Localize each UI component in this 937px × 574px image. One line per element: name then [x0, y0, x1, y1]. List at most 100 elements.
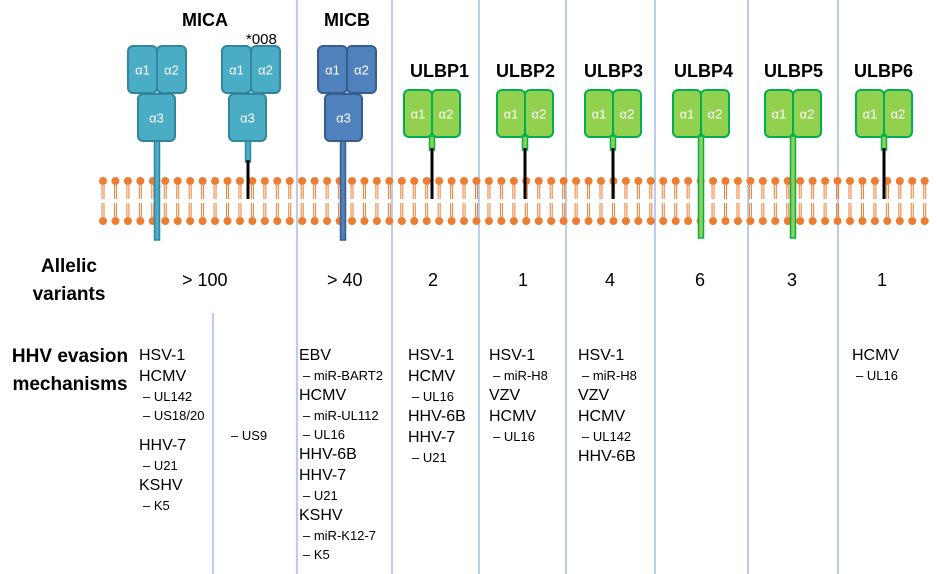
lipid-head: [298, 177, 307, 185]
lipid-head: [870, 217, 879, 225]
mica-allele-008-label: *008: [246, 31, 277, 48]
lipid-head: [372, 217, 381, 225]
lipid-head: [348, 217, 356, 225]
mica008-a3-domain: α3: [228, 93, 267, 142]
lipid-head: [509, 217, 518, 225]
virus-label: HCMV: [408, 368, 456, 385]
mica008-a1-domain: α1: [221, 45, 252, 94]
mica008-stem: [244, 139, 252, 163]
ulbp3-a2-domain-box: [612, 89, 642, 138]
evasion-gene-label: – UL16: [856, 368, 898, 383]
evasion-gene-label: – U21: [412, 450, 447, 465]
lipid-head: [883, 217, 892, 225]
virus-label: KSHV: [139, 477, 183, 494]
ulbp4-a1-domain: α1: [672, 89, 702, 138]
allelic-label-line2: variants: [32, 283, 106, 305]
lipid-head: [397, 177, 406, 185]
lipid-head: [895, 217, 904, 225]
virus-label: EBV: [299, 347, 332, 364]
mica008-a2-domain: α2: [250, 45, 281, 94]
lipid-head: [547, 177, 556, 185]
lipid-head: [572, 177, 581, 185]
lipid-head: [484, 177, 493, 185]
lipid-head: [733, 177, 742, 185]
mica-a2-domain-box: [156, 45, 187, 94]
title-ulbp6: ULBP6: [854, 61, 914, 81]
virus-label: HHV-7: [299, 467, 347, 484]
ulbp1-a1-domain-label: α1: [411, 107, 426, 122]
lipid-head: [808, 217, 817, 225]
virus-label: HCMV: [489, 408, 537, 425]
virus-label: HCMV: [578, 408, 626, 425]
lipid-head: [733, 217, 742, 225]
lipid-head: [422, 217, 431, 225]
evasion-gene-label: – US18/20: [143, 408, 205, 423]
mica008-a2-domain-box: [250, 45, 281, 94]
lipid-head: [298, 217, 307, 225]
mica-a2-domain: α2: [156, 45, 187, 94]
lipid-head: [634, 217, 643, 225]
lipid-head: [833, 177, 842, 185]
lipid-head: [497, 177, 506, 185]
variant-count-ulbp4: 6: [695, 270, 706, 290]
lipid-head: [895, 177, 904, 185]
mica-a2-domain-label: α2: [164, 63, 179, 78]
ulbp5-a1-domain: α1: [764, 89, 794, 138]
variant-count-ulbp5: 3: [787, 270, 798, 290]
lipid-head: [136, 177, 145, 185]
lipid-head: [211, 217, 220, 225]
lipid-head: [186, 177, 195, 185]
lipid-head: [684, 177, 693, 185]
lipid-head: [136, 217, 145, 225]
lipid-head: [173, 177, 182, 185]
ulbp4-a2-domain-label: α2: [708, 107, 723, 122]
variant-count-ulbp1: 2: [428, 270, 439, 290]
evasion-gene-label: – UL16: [412, 389, 454, 404]
evasion-gene-label: – K5: [303, 547, 330, 562]
lipid-head: [908, 217, 917, 225]
lipid-head: [671, 177, 680, 185]
virus-label: KSHV: [299, 507, 343, 524]
ulbp2-a2-domain-box: [524, 89, 554, 138]
lipid-head: [410, 177, 419, 185]
lipid-head: [310, 177, 319, 185]
lipid-head: [211, 177, 220, 185]
ulbp2-a2-domain: α2: [524, 89, 554, 138]
lipid-head: [223, 217, 232, 225]
lipid-head: [360, 217, 369, 225]
lipid-head: [846, 217, 854, 225]
lipid-head: [870, 177, 879, 185]
ulbp6-a2-domain-box: [883, 89, 913, 138]
title-ulbp1: ULBP1: [410, 61, 470, 81]
lipid-head: [559, 177, 568, 185]
ulbp5-a2-domain-box: [792, 89, 822, 138]
lipid-head: [522, 217, 531, 225]
lipid-head: [235, 177, 244, 185]
lipid-head: [260, 177, 269, 185]
ulbp5-a2-domain: α2: [792, 89, 822, 138]
lipid-head: [447, 177, 456, 185]
lipid-head: [758, 217, 767, 225]
lipid-head: [497, 217, 506, 225]
virus-label: HCMV: [299, 387, 347, 404]
lipid-head: [310, 217, 319, 225]
lipid-head: [547, 217, 556, 225]
variant-count-ulbp3: 4: [605, 270, 616, 290]
ulbp1-a2-domain-box: [431, 89, 461, 138]
lipid-head: [161, 177, 170, 185]
lipid-head: [161, 217, 170, 225]
lipid-head: [621, 217, 630, 225]
lipid-head: [422, 177, 431, 185]
lipid-head: [235, 217, 244, 225]
mica-a3-domain-label: α3: [149, 111, 164, 126]
ulbp6-a2-domain-label: α2: [891, 107, 906, 122]
lipid-head: [920, 217, 929, 225]
lipid-head: [746, 217, 755, 225]
title-ulbp3: ULBP3: [584, 61, 644, 81]
lipid-head: [472, 177, 481, 185]
evasion-gene-label: – miR-UL112: [303, 408, 379, 423]
lipid-head: [385, 177, 394, 185]
